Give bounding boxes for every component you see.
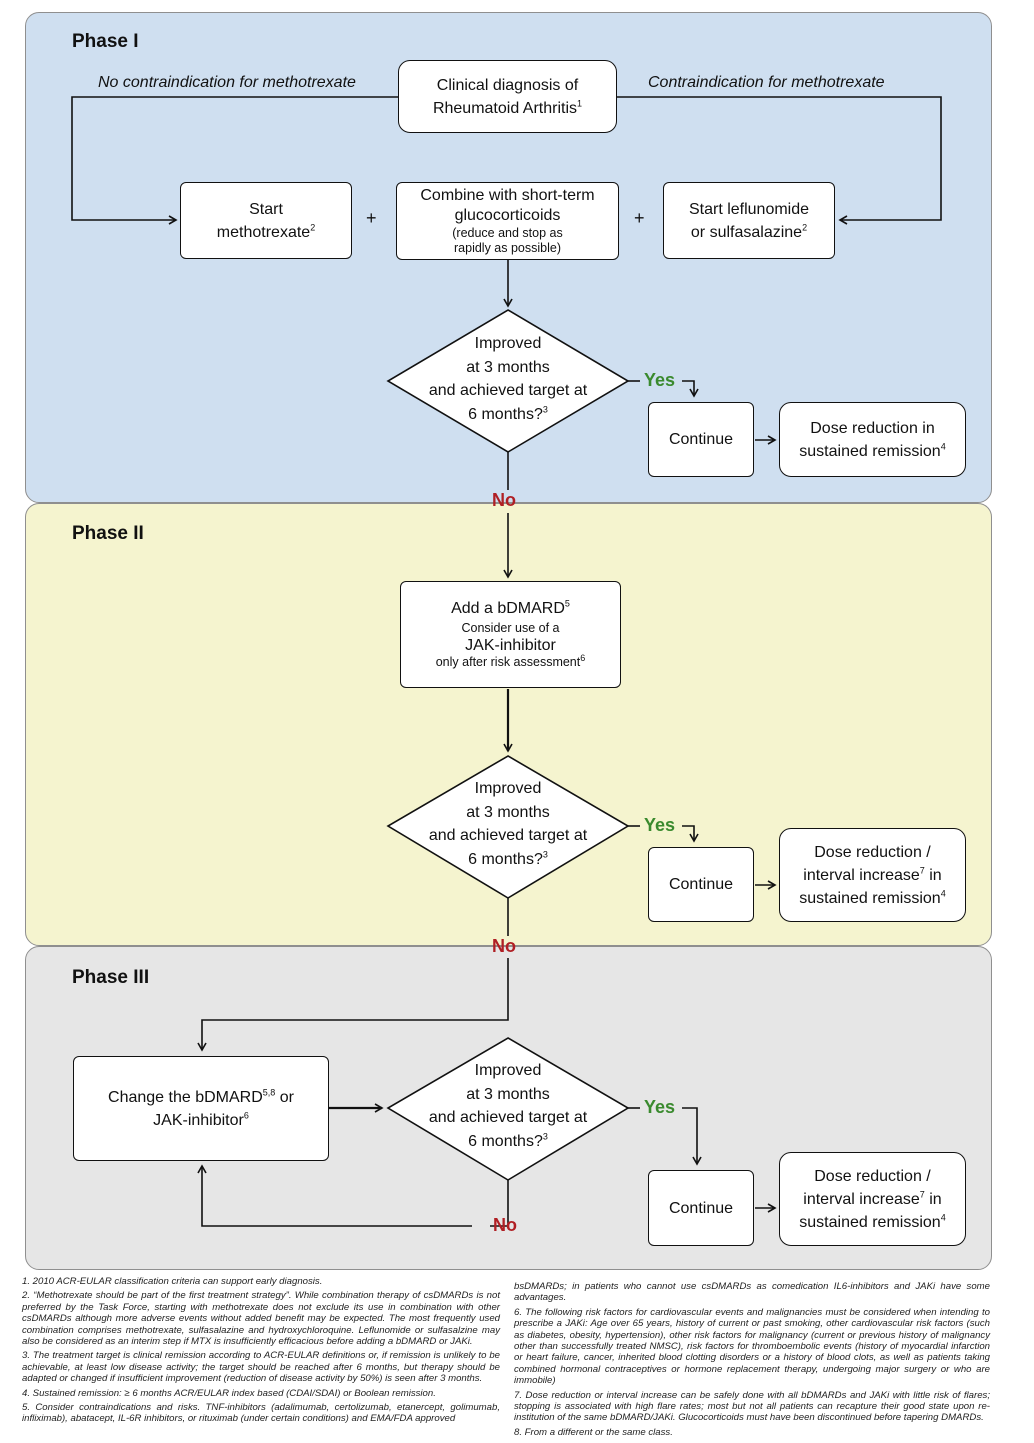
phase-2-yes-label: Yes xyxy=(644,815,676,835)
phase-2-decision-text: Improved at 3 months and achieved target… xyxy=(428,780,588,868)
diagnosis-box: Clinical diagnosis of Rheumatoid Arthrit… xyxy=(398,60,617,133)
footnotes-left-column: 1. 2010 ACR-EULAR classification criteri… xyxy=(22,1276,500,1428)
footnote: 8. From a different or the same class. xyxy=(514,1426,673,1438)
add-bdmard-box: Add a bDMARD5 Consider use of a JAK-inhi… xyxy=(400,581,621,688)
footnote: 1. 2010 ACR-EULAR classification criteri… xyxy=(22,1276,323,1287)
footnote: 6. The following risk factors for cardio… xyxy=(514,1306,990,1387)
plus-sign-left: + xyxy=(366,208,377,228)
phase-1-title: Phase I xyxy=(72,31,139,52)
phase-3-decision-text: Improved at 3 months and achieved target… xyxy=(428,1062,588,1150)
phase-3-dose-reduction-box: Dose reduction / interval increase7 in s… xyxy=(779,1152,966,1246)
phase-1-dose-reduction-box: Dose reduction in sustained remission4 xyxy=(779,402,966,477)
branch-label-contraindication: Contraindication for methotrexate xyxy=(648,74,885,91)
phase-1-yes-label: Yes xyxy=(644,370,676,390)
phase-3-no-label: No xyxy=(493,1215,517,1235)
branch-label-no-contraindication: No contraindication for methotrexate xyxy=(98,74,356,91)
start-methotrexate-box: Start methotrexate2 xyxy=(180,182,352,259)
change-bdmard-box: Change the bDMARD5,8 or JAK-inhibitor6 xyxy=(73,1056,329,1161)
plus-sign-right: + xyxy=(634,208,645,228)
phase-1-continue-box: Continue xyxy=(648,402,754,477)
footnote: 2. “Methotrexate should be part of the f… xyxy=(22,1290,500,1348)
phase-1-decision-text: Improved at 3 months and achieved target… xyxy=(428,335,588,423)
footnote: 5. Consider contraindications and risks.… xyxy=(22,1402,500,1425)
phase-3-title: Phase III xyxy=(72,967,150,988)
footnote: 7. Dose reduction or interval increase c… xyxy=(514,1389,990,1424)
start-leflunomide-box: Start leflunomide or sulfasalazine2 xyxy=(663,182,835,259)
footnote: bsDMARDs; in patients who cannot use csD… xyxy=(514,1281,990,1304)
footnote: 3. The treatment target is clinical remi… xyxy=(22,1350,500,1385)
phase-3-continue-box: Continue xyxy=(648,1170,754,1246)
phase-2-no-label: No xyxy=(492,936,516,956)
phase-2-continue-box: Continue xyxy=(648,847,754,922)
glucocorticoids-box: Combine with short-term glucocorticoids … xyxy=(396,182,619,260)
footnotes-right-column: bsDMARDs; in patients who cannot use csD… xyxy=(514,1281,990,1441)
phase-3-yes-label: Yes xyxy=(644,1097,676,1117)
phase-1-no-label: No xyxy=(492,490,516,510)
footnote: 4. Sustained remission: ≥ 6 months ACR/E… xyxy=(22,1387,436,1399)
phase-2-title: Phase II xyxy=(72,523,144,544)
phase-2-dose-reduction-box: Dose reduction / interval increase7 in s… xyxy=(779,828,966,922)
